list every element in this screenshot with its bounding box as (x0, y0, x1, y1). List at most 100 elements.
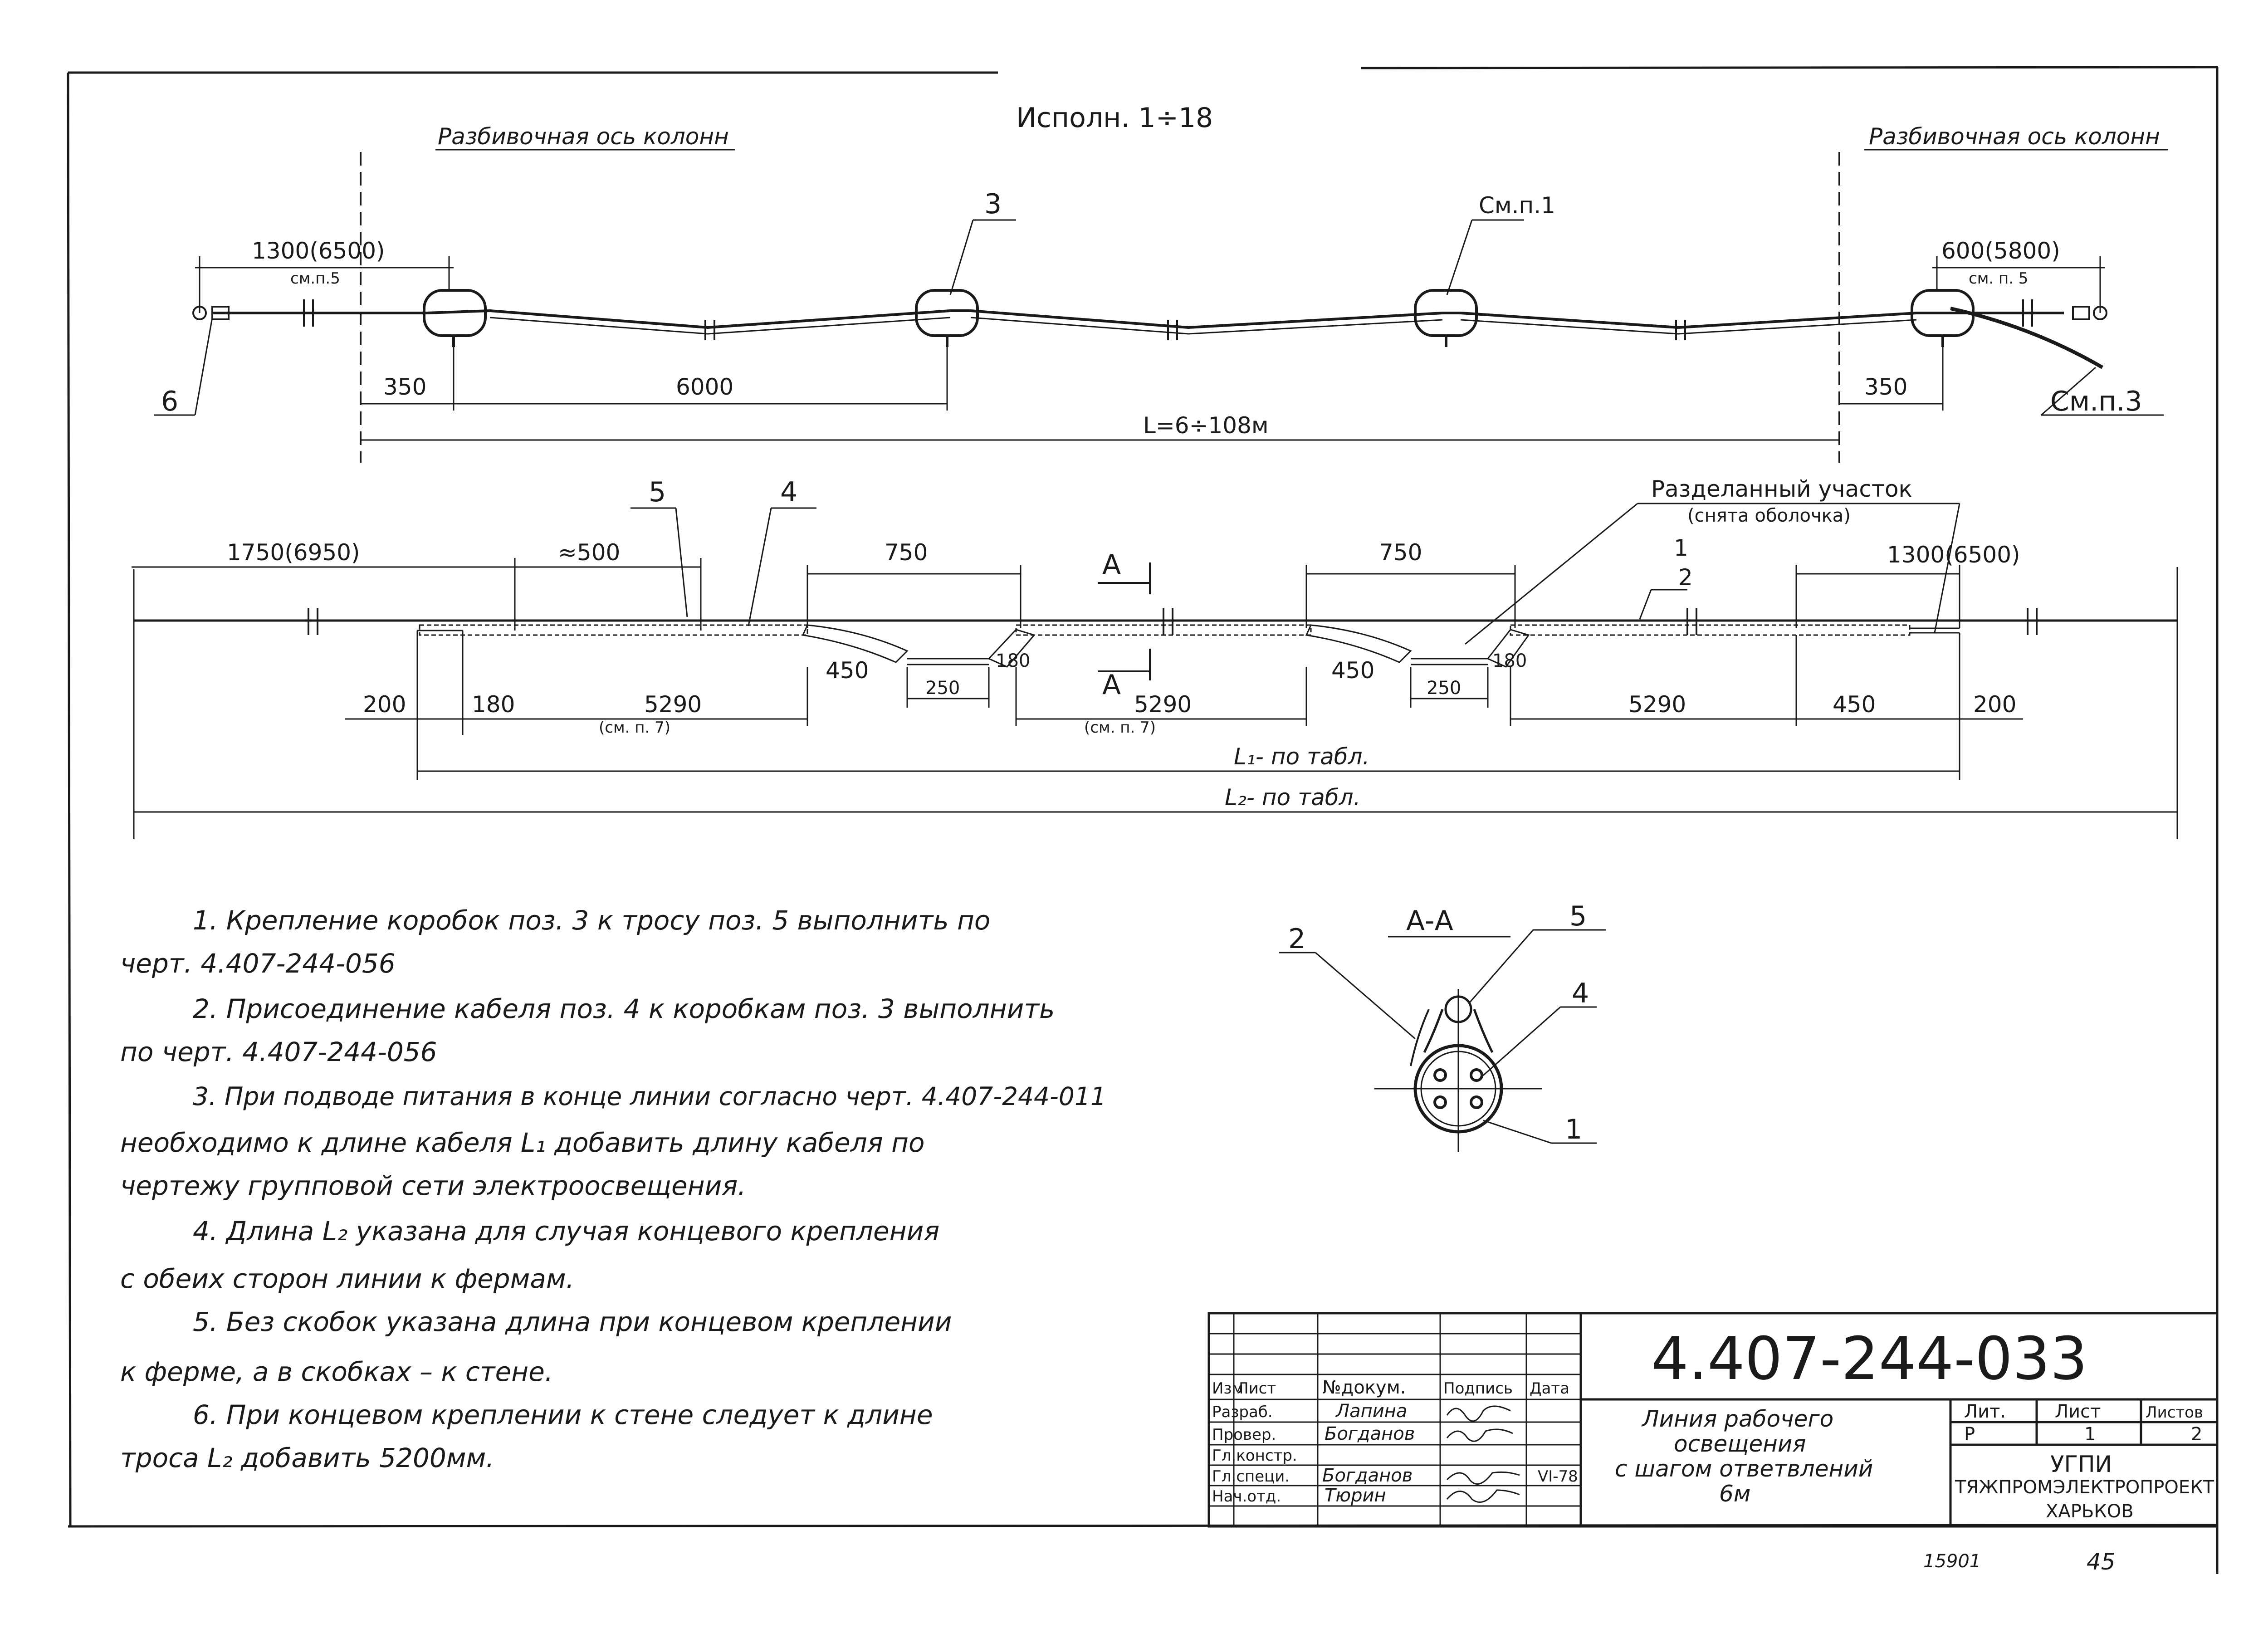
role-0: Разраб. (1212, 1403, 1273, 1421)
dim-L2: L₂- по табл. (1225, 784, 1360, 811)
section-dimensions (132, 558, 2178, 839)
dim-250-a: 250 (925, 678, 960, 699)
dim-left-top: 1300(6500) (252, 238, 385, 264)
dim-5290-b-note: (см. п. 7) (1084, 719, 1156, 737)
title-block (1207, 1312, 2219, 1528)
note-line-1: 1. Крепление коробок поз. 3 к тросу поз.… (193, 905, 991, 936)
page-number: 45 (2087, 1549, 2116, 1575)
note-line-13: троса L₂ добавить 5200мм. (120, 1442, 494, 1473)
note-line-2: черт. 4.407-244-056 (120, 948, 396, 979)
variant-label: Исполн. 1÷18 (1016, 102, 1213, 134)
name-0: Лапина (1335, 1401, 1407, 1422)
note-line-10: 5. Без скобок указана длина при концевом… (193, 1306, 952, 1337)
label-2: 2 (1678, 564, 1693, 591)
callout-2: 2 (1288, 923, 1305, 955)
cut-marks (1098, 562, 1151, 680)
callout-1: 1 (1565, 1114, 1582, 1145)
dim-6000: 6000 (676, 374, 733, 400)
dim-750-b: 750 (1379, 539, 1422, 566)
dim-right-note: см. п. 5 (1969, 269, 2028, 288)
sheet-value: 1 (2084, 1424, 2096, 1445)
dim-750-a: 750 (885, 539, 928, 566)
note-line-12: 6. При концевом креплении к стене следуе… (193, 1399, 933, 1430)
dim-350-right: 350 (1864, 374, 1907, 400)
label-5: 5 (649, 476, 666, 508)
junction-box-2 (915, 289, 979, 347)
col-date: Дата (1530, 1379, 1569, 1398)
label-cm1: См.п.1 (1479, 192, 1555, 219)
role-1: Провер. (1212, 1426, 1276, 1444)
org-line3: ХАРЬКОВ (2046, 1501, 2134, 1522)
callout-5: 5 (1569, 900, 1587, 932)
label-1: 1 (1674, 535, 1688, 561)
lit-label: Лит. (1964, 1401, 2006, 1422)
section-cable (417, 624, 1960, 668)
axis-left: Разбивочная ось колонн (360, 123, 735, 463)
note-line-11: к ферме, а в скобках – к стене. (120, 1356, 553, 1387)
role-4: Нач.отд. (1212, 1487, 1281, 1506)
dim-200-left: 200 (363, 691, 406, 718)
role-3: Гл.специ. (1212, 1467, 1290, 1486)
dim-5290-c: 5290 (1628, 691, 1686, 718)
note-line-8: 4. Длина L₂ указана для случая концевого… (193, 1216, 940, 1247)
label-cm3: См.п.3 (2050, 386, 2142, 417)
name-1: Богданов (1325, 1423, 1415, 1444)
title-line3: с шагом ответвлений (1615, 1456, 1873, 1482)
doc-code: 4.407-244-033 (1651, 1324, 2087, 1393)
title-line1: Линия рабочего (1641, 1406, 1833, 1432)
note-line-5: 3. При подводе питания в конце линии сог… (193, 1082, 1106, 1111)
title-block-grid (1209, 1313, 1581, 1526)
dim-L1: L₁- по табл. (1234, 743, 1369, 770)
col-doc: №докум. (1322, 1377, 1406, 1398)
dim-total: L=6÷108м (1143, 412, 1269, 439)
dim-1300: 1300(6500) (1887, 542, 2020, 568)
note-line-4: по черт. 4.407-244-056 (120, 1037, 437, 1067)
dim-5290-b: 5290 (1134, 691, 1192, 718)
dim-450-c: 450 (1833, 691, 1876, 718)
role-2: Гл.констр. (1212, 1447, 1297, 1465)
dim-250-b: 250 (1427, 678, 1461, 699)
col-sign: Подпись (1443, 1379, 1513, 1398)
dim-1750: 1750(6950) (227, 539, 360, 566)
dim-left-note: см.п.5 (290, 269, 340, 288)
dim-200-right: 200 (1973, 691, 2016, 718)
label-4: 4 (780, 476, 797, 508)
label-3: 3 (984, 188, 1002, 220)
dim-500: ≈500 (558, 539, 620, 566)
axis-left-label: Разбивочная ось колонн (438, 123, 729, 150)
note-line-3: 2. Присоединение кабеля поз. 4 к коробка… (193, 993, 1055, 1024)
note-line-6: необходимо к длине кабеля L₁ добавить дл… (120, 1127, 925, 1158)
sheets-label: Листов (2146, 1403, 2203, 1422)
dim-5290-a-note: (см. п. 7) (599, 719, 670, 737)
signatures (1446, 1405, 1520, 1503)
plan-leaders (154, 219, 2164, 416)
plan-wire (192, 299, 2107, 369)
dim-450-b: 450 (1331, 657, 1374, 684)
junction-box-4 (1911, 289, 1975, 347)
col-izm: Изм (1212, 1379, 1243, 1398)
dim-180-a: 180 (996, 650, 1030, 671)
cross-section-drawing (1374, 989, 1542, 1152)
inv-number: 15901 (1923, 1551, 1981, 1572)
cross-leaders (1279, 929, 1606, 1144)
sheets-value: 2 (2191, 1424, 2202, 1445)
dim-450-a: 450 (826, 657, 869, 684)
title-line2: освещения (1674, 1431, 1806, 1457)
split-title: Разделанный участок (1651, 476, 1912, 502)
name-3: Богданов (1322, 1465, 1413, 1486)
col-list: Лист (1237, 1379, 1276, 1398)
org-line1: УГПИ (2050, 1451, 2112, 1477)
cut-a-top: А (1102, 549, 1121, 581)
axis-right: Разбивочная ось колонн (1838, 123, 2168, 463)
cross-title: А-А (1406, 905, 1453, 937)
org-line2: ТЯЖПРОМЭЛЕКТРОПРОЕКТ (1955, 1477, 2214, 1498)
dim-350-left: 350 (383, 374, 426, 400)
section-rope (134, 608, 2177, 635)
dim-180-b: 180 (1492, 650, 1527, 671)
dim-right-top: 600(5800) (1941, 238, 2060, 264)
split-sub: (снята оболочка) (1687, 505, 1851, 526)
dim-5290-a: 5290 (644, 691, 702, 718)
junction-box-1 (423, 289, 487, 347)
sign-date: VI-78 (1538, 1467, 1578, 1486)
sheet-label: Лист (2055, 1401, 2101, 1422)
